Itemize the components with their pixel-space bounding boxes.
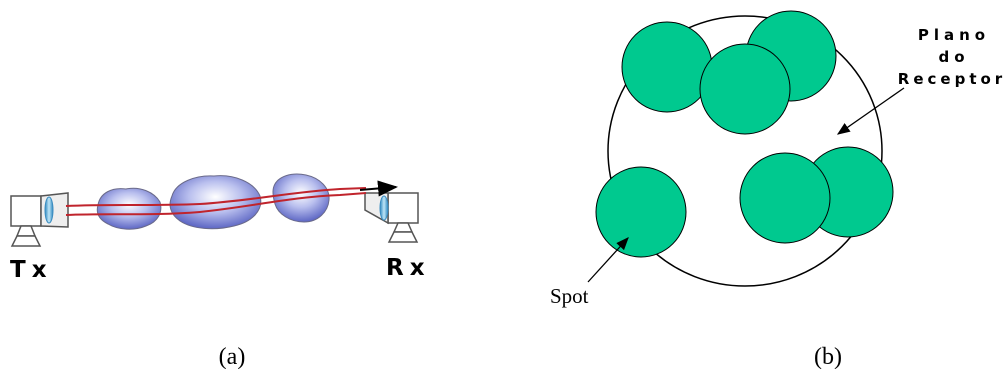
caption-b: (b) (814, 344, 842, 369)
laser-beam (65, 180, 398, 216)
receiver-label: Rx (386, 255, 431, 281)
receiver-base (387, 231, 419, 243)
plane-label-arrow (836, 87, 905, 135)
plane-label-line-1: Plano (918, 26, 990, 44)
beam-direction-arrow (359, 180, 398, 197)
transmitter-lens (44, 196, 54, 224)
panel-b: Plano do Receptor Spot (b) (550, 10, 1006, 369)
beam-line (65, 192, 367, 216)
caption-a: (a) (219, 344, 246, 369)
spot-circle (699, 43, 791, 135)
spot-label-arrow (587, 237, 629, 283)
beam-line (65, 187, 367, 207)
receiver-lens (379, 195, 389, 221)
receiver (364, 192, 419, 243)
transmitter-stand (15, 225, 37, 237)
spot-label: Spot (550, 284, 589, 308)
spot-circle (739, 152, 831, 244)
turbulence-cell (96, 187, 162, 230)
panel-a: Tx Rx (a) (10, 173, 431, 369)
transmitter (10, 192, 69, 247)
transmitter-base (10, 235, 42, 247)
transmitter-body (10, 195, 42, 227)
spot-circle (621, 21, 713, 113)
transmitter-label: Tx (10, 257, 53, 283)
plane-label-line-2: do (938, 48, 969, 66)
receiver-body (387, 192, 419, 224)
plane-label-line-3: Receptor (898, 70, 1006, 88)
receiver-stand (392, 222, 414, 233)
spot-circle (595, 166, 687, 258)
spots (595, 10, 894, 258)
turbulence-cells (96, 173, 330, 230)
